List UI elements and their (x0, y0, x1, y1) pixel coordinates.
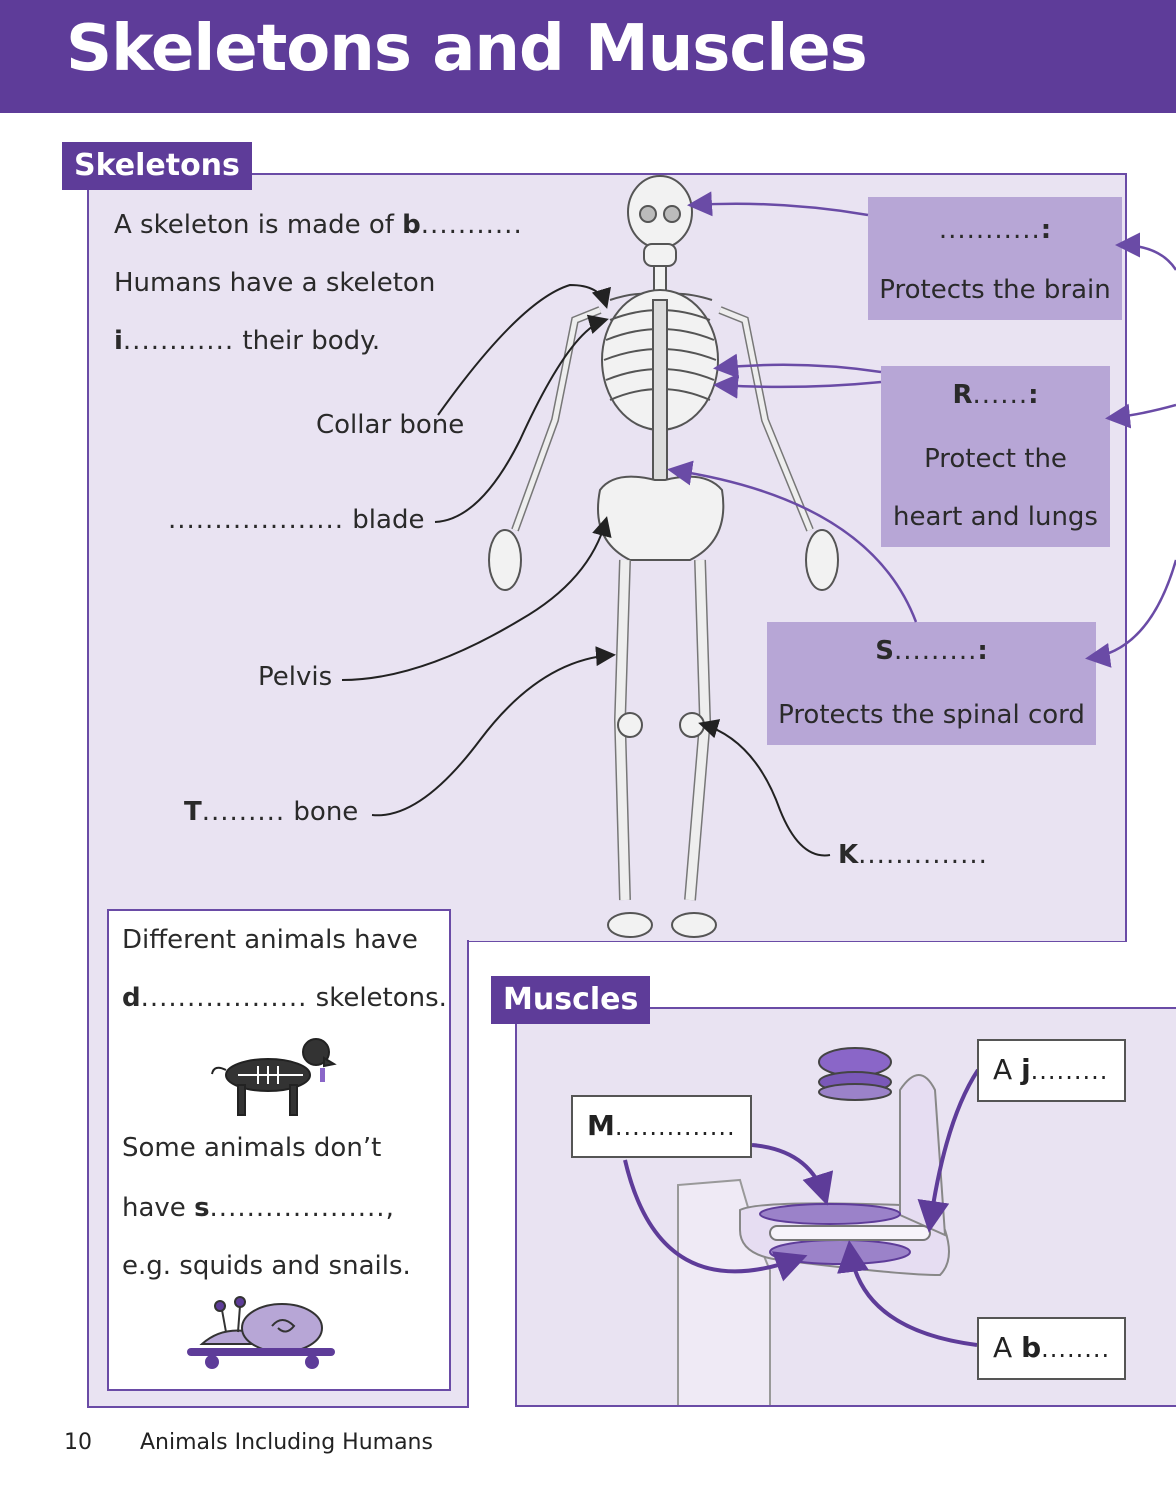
a-text: A (993, 1053, 1022, 1086)
colon: : (1028, 380, 1039, 410)
blank-skeletons[interactable]: ..................., (209, 1193, 395, 1223)
blank-spine[interactable]: ......... (893, 636, 978, 666)
hint-letter: T (184, 797, 202, 827)
have-text: have (122, 1193, 195, 1223)
ribs-desc-2: heart and lungs (893, 502, 1098, 532)
animals-line-5: e.g. squids and snails. (122, 1251, 411, 1281)
blank-ribs[interactable]: ...... (972, 380, 1029, 410)
ribs-box: R......: Protect the heart and lungs (881, 366, 1110, 547)
page-number: 10 (64, 1430, 92, 1455)
spine-desc: Protects the spinal cord (778, 700, 1085, 730)
intro-line-2: Humans have a skeleton (114, 268, 436, 298)
period: . (513, 210, 522, 240)
animals-line-4: have s..................., (122, 1193, 395, 1223)
spine-box: S.........: Protects the spinal cord (767, 622, 1096, 745)
muscles-tab-underline (648, 1007, 1176, 1009)
animals-line-1: Different animals have (122, 925, 418, 955)
dog-xray-icon (211, 1038, 337, 1116)
intro-line-3: i............ their body. (114, 326, 380, 356)
skull-box: ...........: Protects the brain (868, 197, 1122, 320)
label-kneecap: K.............. (838, 840, 988, 870)
intro-line-1: A skeleton is made of b........... (114, 210, 522, 240)
ribs-blank-line: R......: (881, 380, 1110, 410)
hint-letter: j (1021, 1053, 1031, 1086)
hint-letter: K (838, 840, 859, 870)
skull-blank-line: ...........: (868, 215, 1122, 245)
bone-text: bone (293, 797, 359, 827)
snail-skateboard-icon (187, 1296, 335, 1369)
hint-letter: S (875, 636, 894, 666)
blank-joint[interactable]: ......... (1030, 1057, 1109, 1085)
label-collar-bone: Collar bone (316, 410, 465, 440)
blank-bone[interactable]: ........ (1041, 1335, 1111, 1363)
blank-shoulder[interactable]: ................... (168, 505, 345, 535)
hint-letter: d (122, 983, 141, 1013)
label-pelvis: Pelvis (258, 662, 333, 692)
hint-letter: s (194, 1193, 210, 1223)
skull-desc: Protects the brain (879, 275, 1111, 305)
label-shoulder-blade: ................... blade (168, 505, 424, 535)
section-heading-muscles: Muscles (491, 976, 651, 1024)
hint-letter: b (1021, 1331, 1042, 1364)
blank-skull[interactable]: ........... (938, 215, 1041, 245)
blank-inside[interactable]: ............ (122, 326, 235, 356)
blank-different[interactable]: .................. (140, 983, 308, 1013)
title-bar (0, 0, 1176, 113)
hint-letter: b (402, 210, 421, 240)
blank-knee[interactable]: .............. (858, 840, 988, 870)
section-heading-skeletons: Skeletons (62, 142, 252, 190)
spine-blank-line: S.........: (767, 636, 1096, 666)
animals-line-2: d.................. skeletons. (122, 983, 447, 1013)
animals-line-3: Some animals don’t (122, 1133, 382, 1163)
skeletons-tab-underline (240, 173, 1127, 175)
colon: : (1040, 215, 1052, 245)
joint-label-box: A j......... (977, 1039, 1126, 1102)
blade-text: blade (352, 505, 425, 535)
hint-letter: i (114, 326, 123, 356)
hint-letter: M (587, 1109, 615, 1142)
intro-text: their body. (234, 326, 381, 356)
blank-thigh[interactable]: ......... (201, 797, 286, 827)
skeletons-text: skeletons. (307, 983, 447, 1013)
hint-letter: R (952, 380, 973, 410)
page-title: Skeletons and Muscles (66, 12, 868, 86)
a-text: A (993, 1331, 1022, 1364)
bone-label-box: A b........ (977, 1317, 1126, 1380)
blank-muscle[interactable]: .............. (614, 1113, 736, 1141)
intro-text: A skeleton is made of (114, 210, 403, 240)
label-thigh-bone: T......... bone (184, 797, 358, 827)
footer-section-title: Animals Including Humans (140, 1430, 433, 1455)
ribs-desc-1: Protect the (924, 444, 1067, 474)
muscle-label-box: M.............. (571, 1095, 752, 1158)
blank-bones[interactable]: .......... (420, 210, 514, 240)
colon: : (977, 636, 988, 666)
